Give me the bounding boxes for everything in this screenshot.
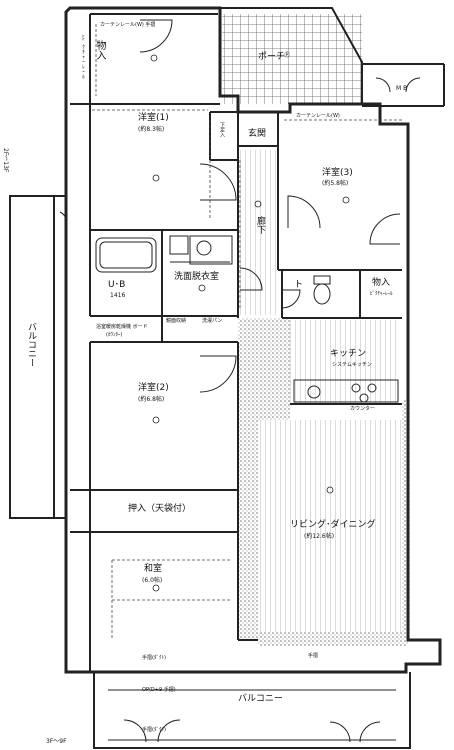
- room-label-porch-mark: Ⓟ: [284, 52, 291, 59]
- room-label-western1: 洋室(1): [138, 113, 169, 123]
- light-fixture: [326, 486, 334, 494]
- room-label-western1-size: (約8.3帖): [138, 126, 165, 133]
- room-label-mb: M B: [396, 85, 408, 92]
- note-floors-left: 2F〜13F: [2, 148, 9, 173]
- light-fixture: [198, 284, 206, 292]
- note-washing-pan: 洗濯パン: [202, 318, 223, 324]
- room-label-storage-mid-sub: ﾋﾟｸﾁｬｰﾚｰﾙ: [370, 291, 393, 297]
- shaft-hatch: [238, 318, 258, 640]
- note-heater: 浴室暖房乾燥機 ボード: [96, 324, 148, 330]
- light-fixture: [152, 174, 160, 182]
- note-handrail-bottom: 手摺(ﾀﾞｸﾄ): [142, 655, 166, 661]
- living-floor: [258, 420, 406, 632]
- room-label-western2-size: (約6.8帖): [138, 396, 165, 403]
- room-label-shoe-box: 下足入: [219, 122, 225, 137]
- bottom-hatch: [258, 632, 408, 646]
- light-fixture: [254, 200, 262, 208]
- shaft-hatch-2: [258, 318, 290, 420]
- room-label-western3: 洋室(3): [322, 168, 353, 178]
- bathtub: [95, 237, 157, 273]
- room-label-western2: 洋室(2): [138, 383, 169, 393]
- room-label-counter: カウンター: [350, 406, 376, 412]
- light-fixture: [150, 54, 158, 62]
- room-label-japanese: 和室: [144, 564, 163, 574]
- room-label-unit-bath-size: 1416: [110, 292, 126, 299]
- note-system-kitchen: システムキッチン: [332, 362, 372, 368]
- porch-tiles: [222, 14, 362, 104]
- side-balcony-frame: [9, 195, 55, 519]
- outer-wall: [64, 6, 442, 674]
- note-heater-sub: (ｶｳﾝﾀｰ): [106, 332, 123, 338]
- note-mirror-cabinet: 鏡面収納: [166, 318, 187, 324]
- room-label-storage-mid: 物入: [372, 278, 391, 288]
- washing-pan: [169, 235, 189, 255]
- light-fixture: [342, 196, 350, 204]
- light-fixture: [152, 416, 160, 424]
- room-label-balcony-bottom: バルコニー: [238, 694, 283, 704]
- room-label-washroom: 洗面脱衣室: [174, 272, 220, 282]
- room-label-japanese-size: (6.0帖): [142, 577, 163, 584]
- room-label-balcony-side: バルコニー: [26, 322, 36, 367]
- room-label-entrance: 玄関: [248, 129, 267, 139]
- note-curtain-rail-top: カーテンレール(W) 手摺: [100, 22, 156, 28]
- room-label-toilet: ト: [294, 280, 304, 290]
- room-label-porch: ポーチ: [258, 52, 286, 62]
- room-label-storage-top-sub: ﾋﾟｸﾁｬｰﾚｰﾙ: [80, 34, 86, 79]
- note-curtain-rail-mid: カーテンレール(W): [296, 113, 340, 119]
- corridor-floor: [238, 150, 278, 315]
- room-label-corridor: 廊下: [255, 216, 265, 234]
- toilet-bowl: [313, 283, 331, 305]
- room-label-unit-bath: U･B: [108, 280, 126, 290]
- room-label-western3-size: (約5.8帖): [322, 180, 349, 187]
- note-opening-bottom: OP(D+9 手摺): [142, 687, 176, 693]
- note-floors-bottom: 3F〜9F: [46, 738, 67, 745]
- room-label-storage-top: 物入: [94, 40, 105, 60]
- kitchen-counter: [293, 379, 399, 403]
- light-fixture: [152, 584, 160, 592]
- room-label-living: リビング･ダイニング: [290, 520, 376, 530]
- room-label-closet: 押入（天袋付）: [128, 504, 192, 514]
- note-handrail-bottom-2: 手摺(ﾀﾞｸﾄ): [142, 727, 166, 733]
- room-label-living-size: (約12.6帖): [304, 533, 335, 540]
- right-wall-hatch: [402, 400, 410, 640]
- note-handrail: 手摺: [308, 653, 319, 659]
- room-label-kitchen: キッチン: [330, 349, 367, 359]
- washbasin: [196, 240, 212, 256]
